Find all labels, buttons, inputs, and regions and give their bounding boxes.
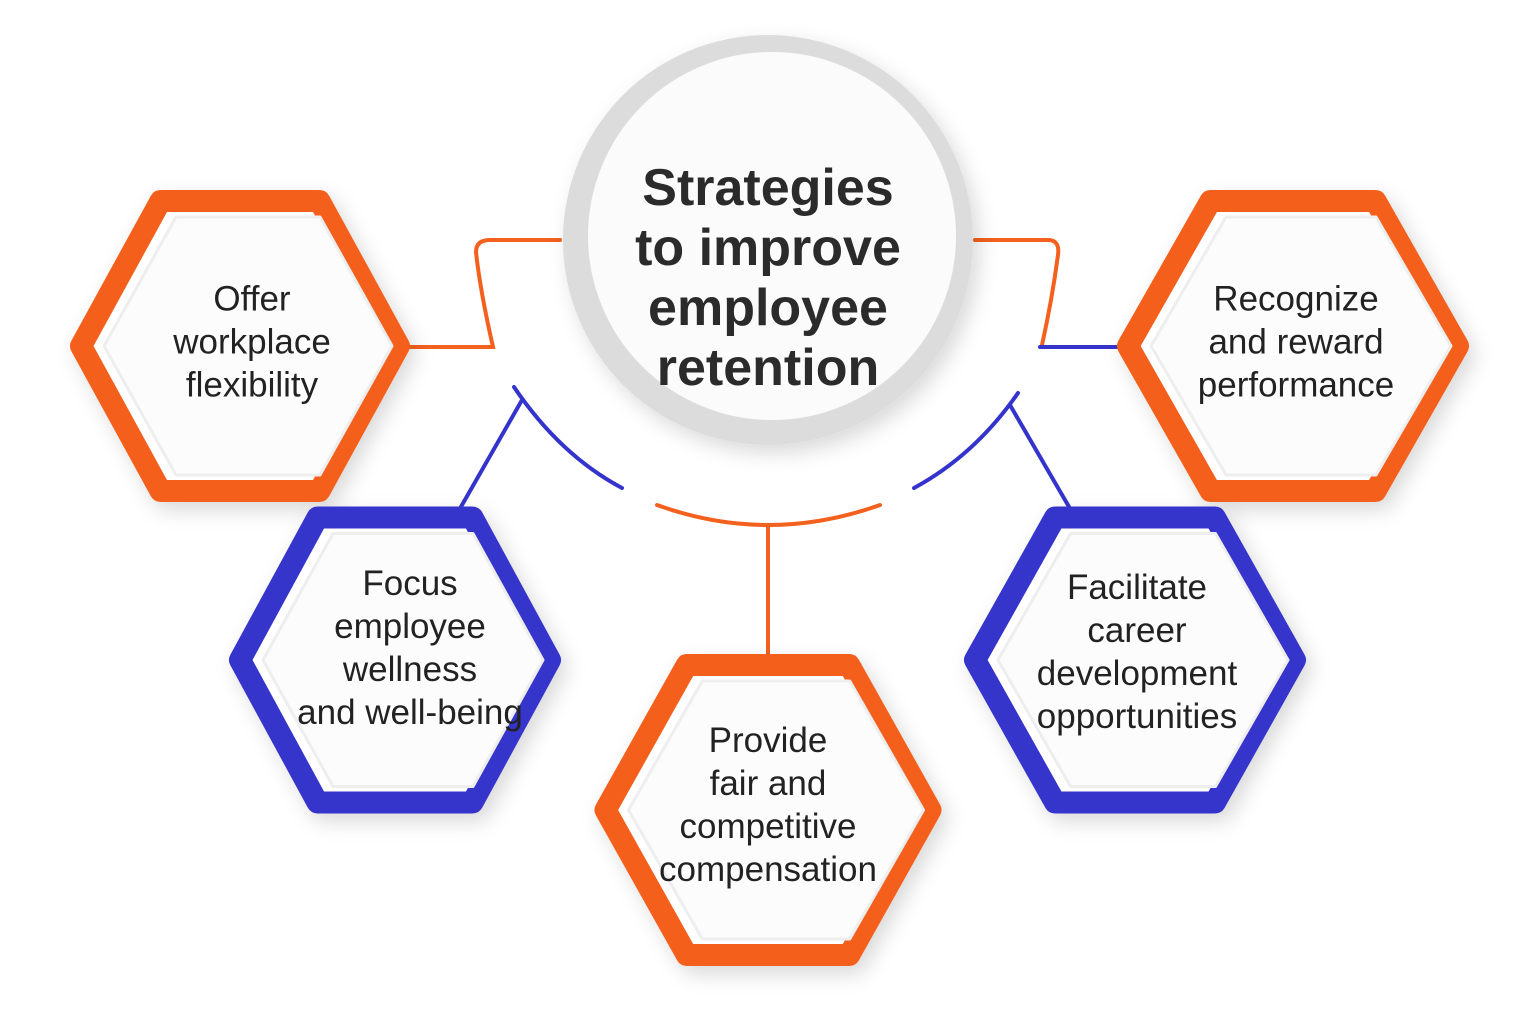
hexagon-inner <box>261 532 545 788</box>
connector-offer <box>403 238 562 349</box>
hexagon-inner <box>627 679 925 941</box>
strategy-label-career: Facilitate career development opportunit… <box>1036 568 1238 736</box>
connector-focus <box>456 398 524 514</box>
connector-recognize-orange <box>973 238 1061 347</box>
hexagon-inner <box>102 215 394 477</box>
strategy-label-recognize: Recognize and reward performance <box>1197 279 1395 405</box>
hexagon-inner <box>996 532 1290 788</box>
hexagon-recognize <box>1117 190 1469 502</box>
strategy-label-wellness: Focus employee wellness and well-being <box>297 564 523 732</box>
arc-right <box>912 391 1020 490</box>
strategy-label-compensation: Provide fair and competitive compensatio… <box>659 721 877 889</box>
center-circle <box>563 35 973 445</box>
hexagon-career <box>964 506 1306 814</box>
hexagon-compensation <box>594 654 942 966</box>
center-title: Strategies to improve employee retention <box>635 159 901 397</box>
hexagon-wellness <box>229 506 561 814</box>
arc-left <box>512 385 624 490</box>
connector-facilitate <box>1008 403 1074 514</box>
hexagon-inner <box>1149 215 1453 477</box>
arc-bottom <box>655 503 882 527</box>
hexagon-flexibility <box>70 190 410 502</box>
strategy-label-flexibility: Offer workplace flexibility <box>173 279 331 405</box>
